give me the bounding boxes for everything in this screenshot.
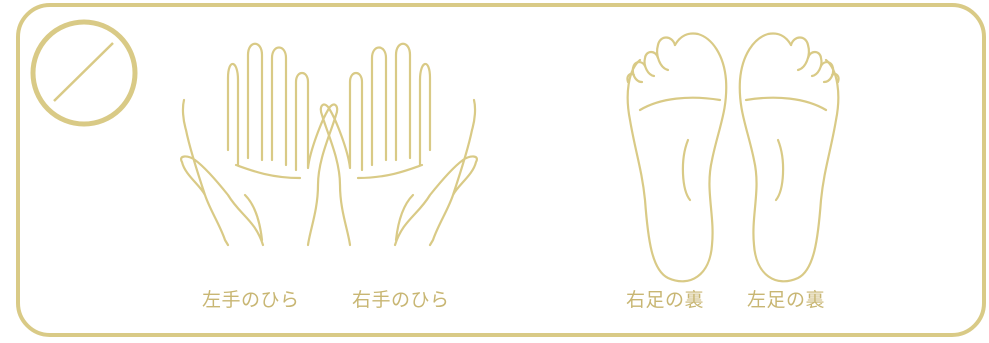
right-palm-icon — [319, 42, 478, 247]
right-sole-icon — [626, 32, 728, 283]
left-palm-icon — [180, 42, 339, 247]
right-sole-label: 右足の裏 — [626, 289, 705, 311]
left-sole-label: 左足の裏 — [747, 289, 826, 311]
right-palm-label: 右手のひら — [352, 289, 450, 311]
prohibited-icon — [30, 19, 138, 127]
left-sole-icon — [738, 32, 840, 283]
panel-frame — [16, 3, 986, 337]
left-palm-label: 左手のひら — [202, 289, 300, 311]
